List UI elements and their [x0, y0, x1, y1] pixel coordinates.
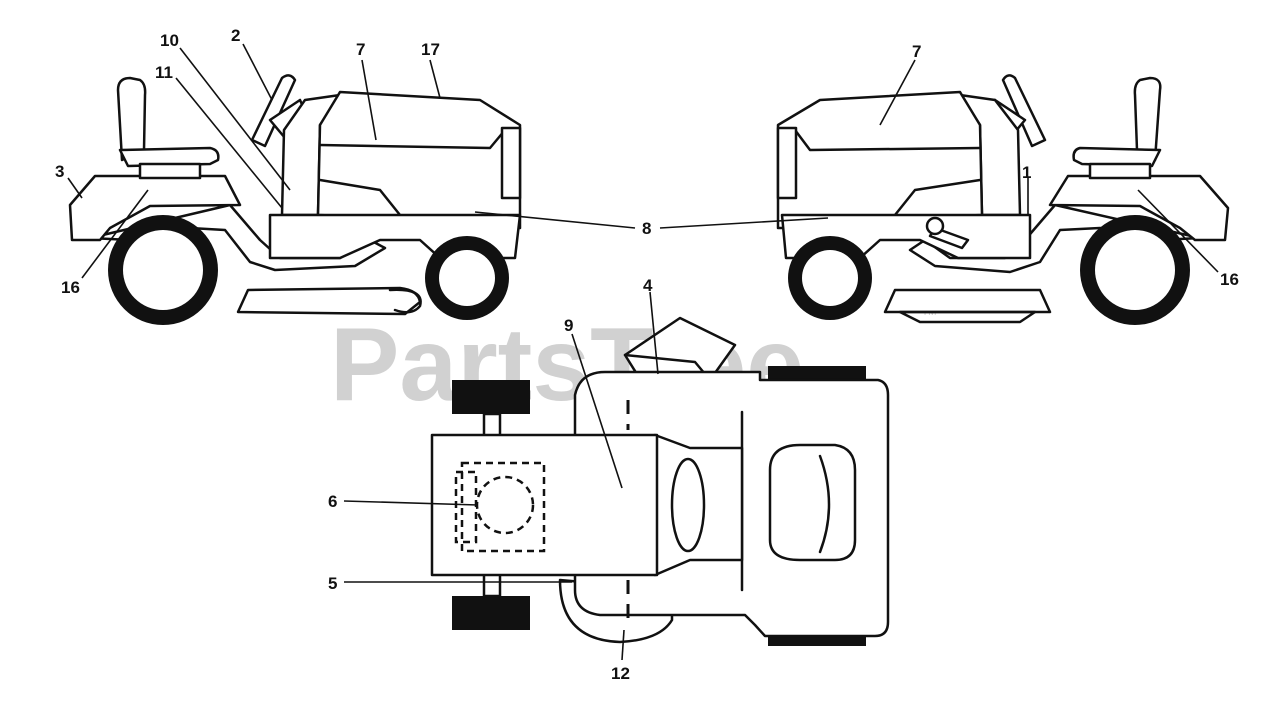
right-steering-wheel — [1001, 74, 1047, 148]
leader-12 — [621, 629, 625, 661]
right-front-hub — [802, 250, 858, 306]
left-hood-line2 — [318, 178, 402, 217]
top-seat-curve — [818, 454, 831, 554]
leader-16-left — [81, 189, 149, 279]
leader-9 — [571, 333, 623, 489]
callout-6: 6 — [328, 492, 337, 511]
left-mower-deck — [236, 286, 422, 316]
right-hood — [776, 90, 984, 230]
right-lift-lever-knob — [925, 216, 945, 236]
leader-7-left — [361, 59, 377, 141]
right-seat-support — [1088, 162, 1152, 180]
top-engine-outline — [460, 461, 546, 553]
leader-4 — [649, 291, 659, 375]
leader-17 — [429, 59, 441, 99]
left-seat-back — [116, 76, 147, 162]
left-rear-hub — [123, 230, 203, 310]
leader-lines — [67, 43, 1219, 661]
callout-4: 4 — [643, 276, 653, 295]
callouts: 10 2 7 17 11 3 16 7 1 8 16 4 9 6 5 12 — [55, 26, 1239, 683]
leader-8-left — [474, 211, 636, 229]
top-front-axle-lower — [482, 572, 502, 598]
leader-3 — [67, 177, 83, 199]
leader-8-right — [659, 217, 829, 229]
callout-10: 10 — [160, 31, 179, 50]
callout-7-right: 7 — [912, 42, 921, 61]
top-front-axle-upper — [482, 412, 502, 438]
callout-16-left: 16 — [61, 278, 80, 297]
left-front-hub — [439, 250, 495, 306]
callout-12: 12 — [611, 664, 630, 683]
right-mower-deck — [883, 288, 1052, 314]
right-seat-base — [1072, 146, 1162, 168]
left-deck-chute — [388, 288, 422, 314]
left-side-view — [68, 74, 522, 325]
top-front-tire-lower — [452, 596, 530, 630]
top-rear-tire-upper — [768, 366, 866, 380]
callout-9: 9 — [564, 316, 573, 335]
right-rear-fender — [1048, 174, 1230, 242]
leader-10 — [179, 47, 291, 191]
left-steering-wheel — [250, 74, 297, 148]
top-seat — [768, 443, 857, 562]
left-grille — [500, 126, 522, 200]
top-front-tire-upper — [452, 380, 530, 414]
right-hood-line2 — [893, 178, 982, 217]
left-seat-base — [118, 146, 220, 168]
top-view — [430, 316, 890, 646]
left-seat-support — [138, 162, 202, 180]
right-side-view — [776, 74, 1230, 325]
callout-1: 1 — [1022, 163, 1031, 182]
left-hood-line — [318, 128, 507, 150]
callout-3: 3 — [55, 162, 64, 181]
left-rear-fender — [68, 174, 242, 242]
leader-2 — [242, 43, 273, 101]
callout-2: 2 — [231, 26, 240, 45]
right-seat-back — [1133, 76, 1162, 162]
callout-11: 11 — [155, 63, 173, 82]
leader-6 — [343, 500, 479, 506]
callout-8: 8 — [642, 219, 651, 238]
leader-11 — [175, 77, 283, 209]
left-hood — [316, 90, 522, 230]
right-grille — [776, 126, 798, 200]
right-deck-lower — [898, 310, 1037, 324]
callout-5: 5 — [328, 574, 337, 593]
callout-17: 17 — [421, 40, 440, 59]
callout-7-left: 7 — [356, 40, 365, 59]
right-rear-hub — [1095, 230, 1175, 310]
top-steering-wheel — [670, 457, 706, 553]
callout-16-right: 16 — [1220, 270, 1239, 289]
leader-7-right — [879, 59, 916, 126]
leader-16-right — [1137, 189, 1219, 273]
right-hood-line — [793, 128, 982, 152]
